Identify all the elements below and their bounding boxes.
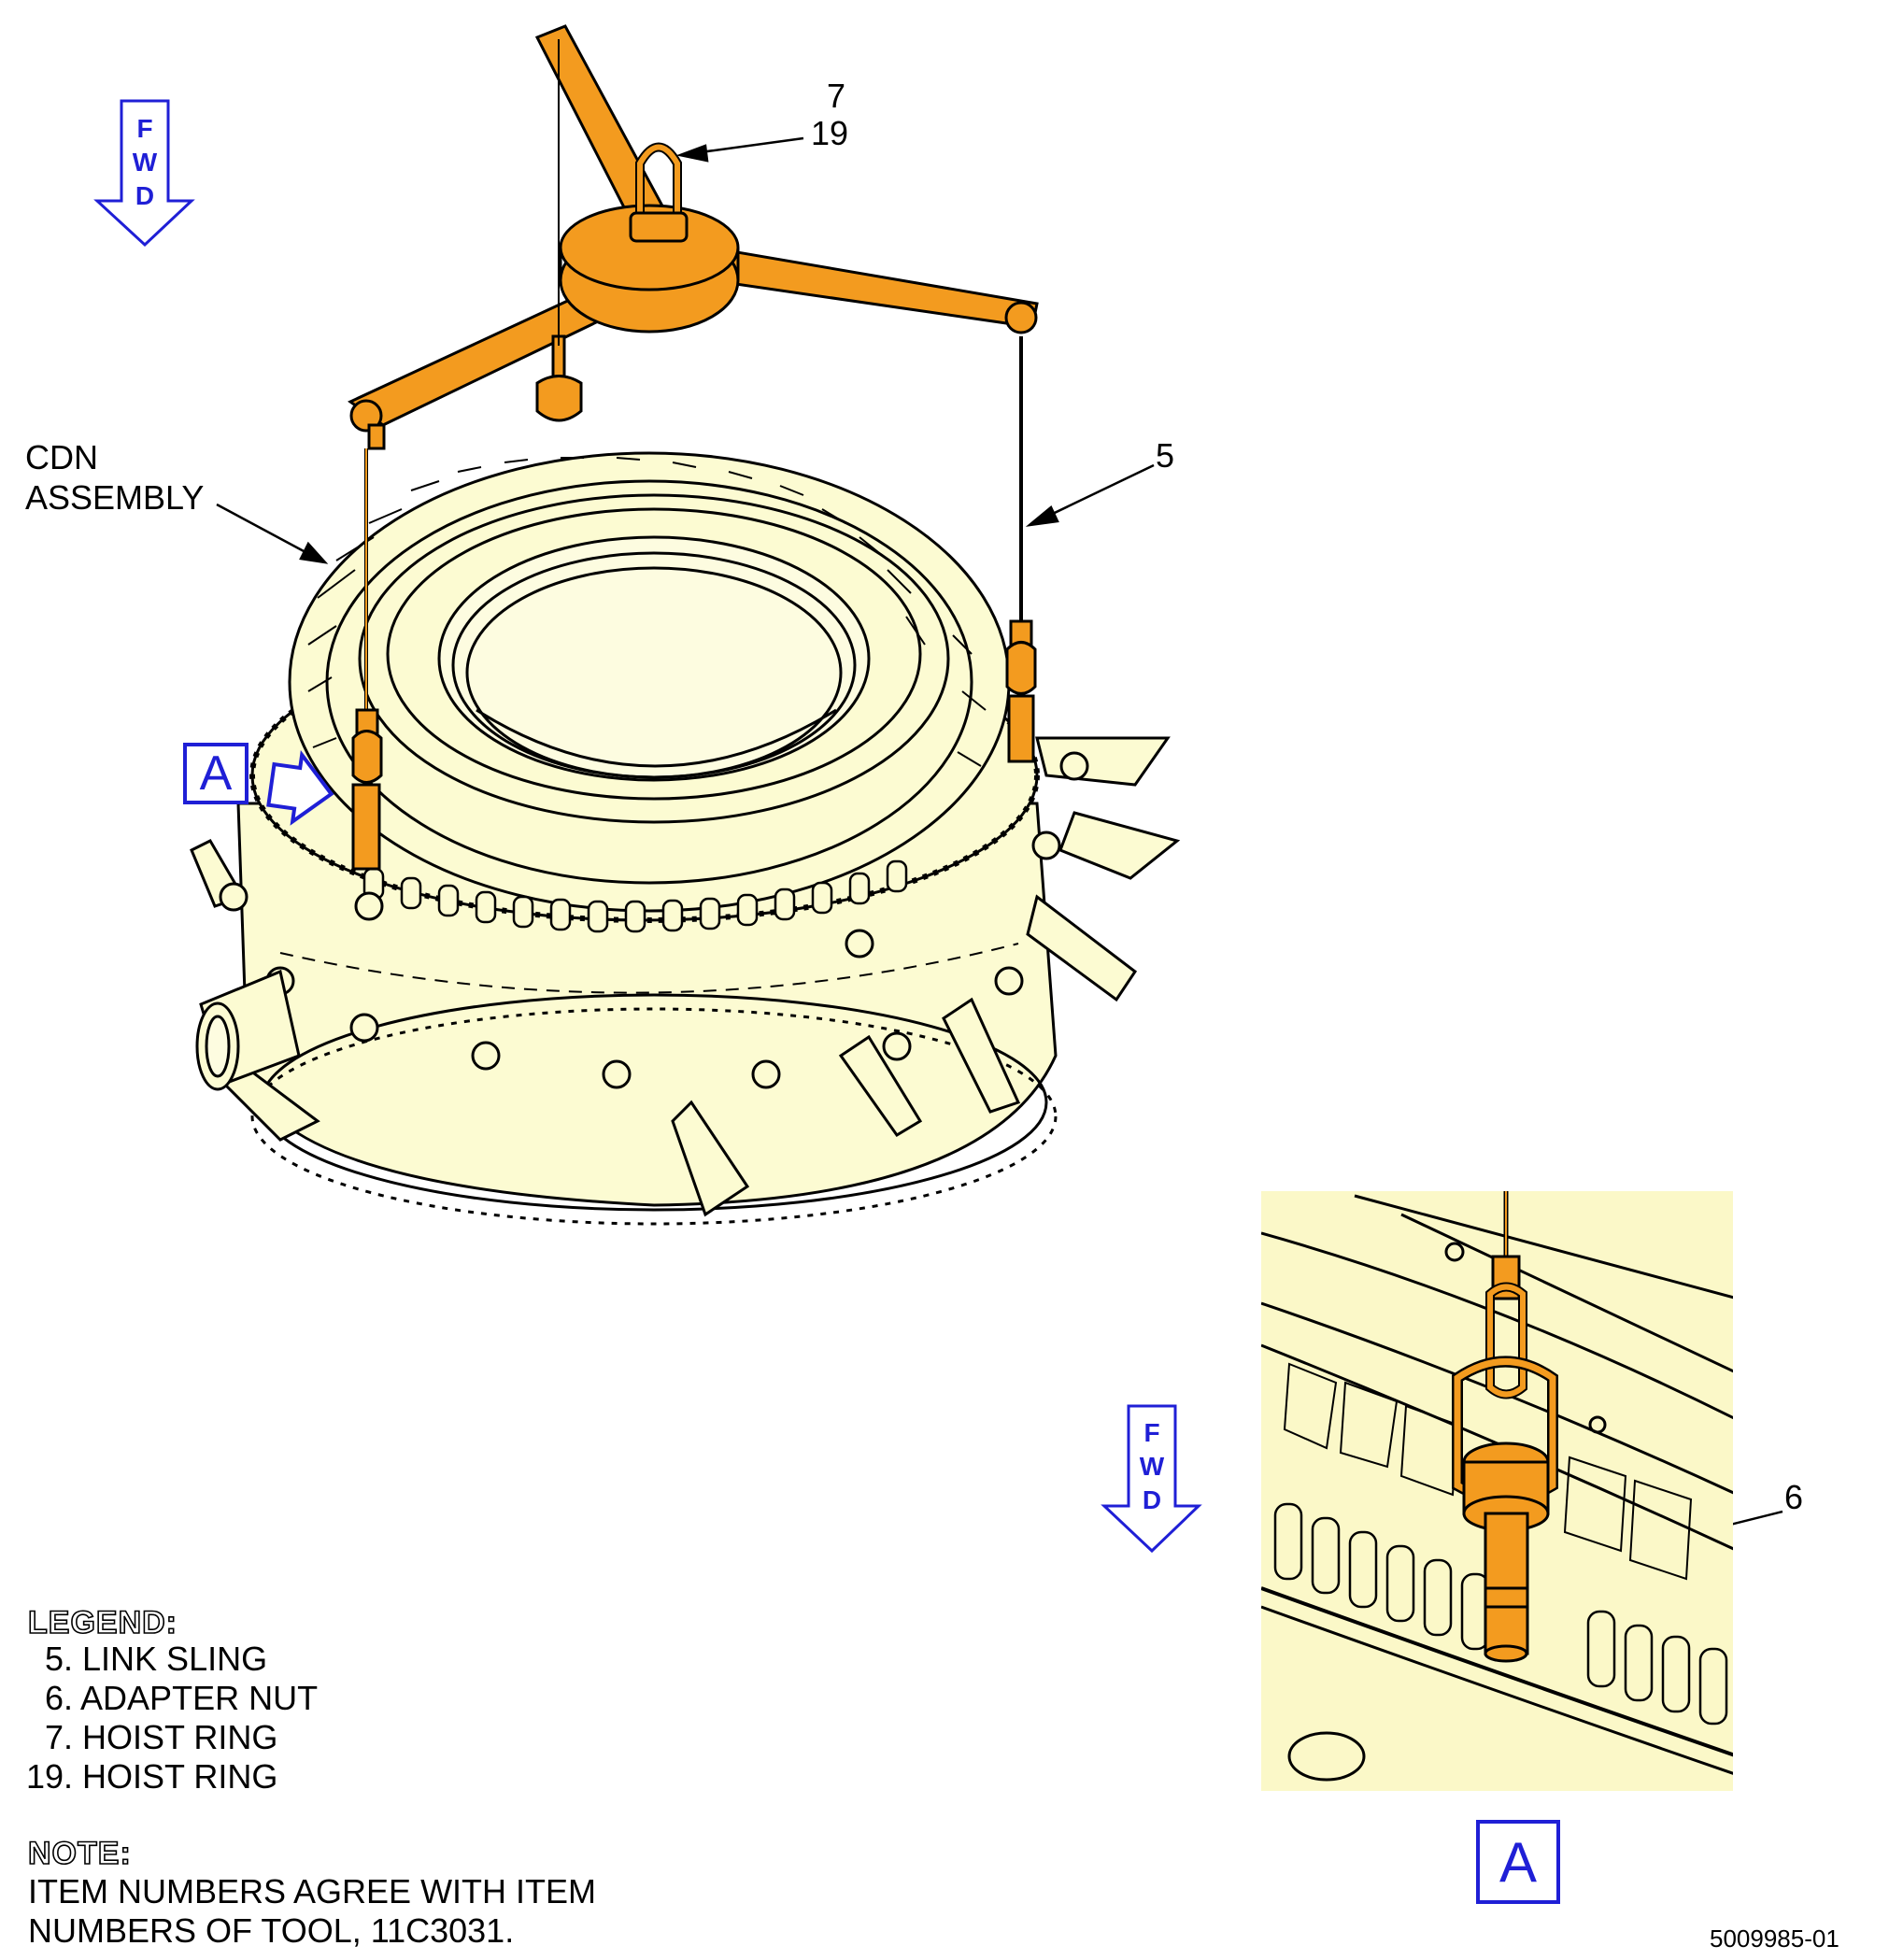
note-line-1: ITEM NUMBERS AGREE WITH ITEM: [28, 1872, 597, 1910]
fwd-letter-f: F: [1143, 1418, 1160, 1447]
note-line-2: NUMBERS OF TOOL, 11C3031.: [28, 1911, 515, 1950]
legend-item-7: 7. HOIST RING: [45, 1718, 278, 1756]
legend-title: LEGEND:: [27, 1604, 178, 1641]
slot-band: [362, 859, 908, 933]
callout-item-7: 7: [827, 77, 846, 115]
lift-fixture: [348, 24, 1039, 871]
note-title: NOTE:: [27, 1835, 132, 1872]
view-a-arrow: [266, 750, 334, 826]
callout-item-19: 19: [811, 114, 849, 152]
fwd-arrow-top: [93, 99, 195, 248]
view-a-label: A: [183, 743, 249, 804]
callout-item-6: 6: [1784, 1478, 1804, 1516]
fwd-letter-d: D: [135, 181, 155, 210]
callout-assembly: ASSEMBLY: [25, 478, 205, 517]
fuel-brackets: [190, 736, 1181, 1217]
fwd-letter-w: W: [1139, 1452, 1165, 1481]
fwd-letter-d: D: [1142, 1485, 1162, 1514]
callout-cdn: CDN: [25, 438, 98, 476]
legend-item-19: 19. HOIST RING: [26, 1757, 278, 1796]
fwd-letter-w: W: [132, 148, 158, 177]
detail-view-a: [1261, 1191, 1733, 1791]
fwd-letter-f: F: [136, 114, 153, 143]
igniter-port: [195, 969, 301, 1091]
figure-number: 5009985-01: [1710, 1924, 1839, 1953]
legend-item-6: 6. ADAPTER NUT: [45, 1679, 319, 1717]
cdn-assembly: [236, 451, 1058, 1226]
legend-item-5: 5. LINK SLING: [45, 1640, 268, 1678]
view-a-detail-label: A: [1476, 1820, 1560, 1904]
callout-item-5: 5: [1156, 436, 1175, 475]
fwd-arrow-bottom: [1101, 1404, 1202, 1554]
